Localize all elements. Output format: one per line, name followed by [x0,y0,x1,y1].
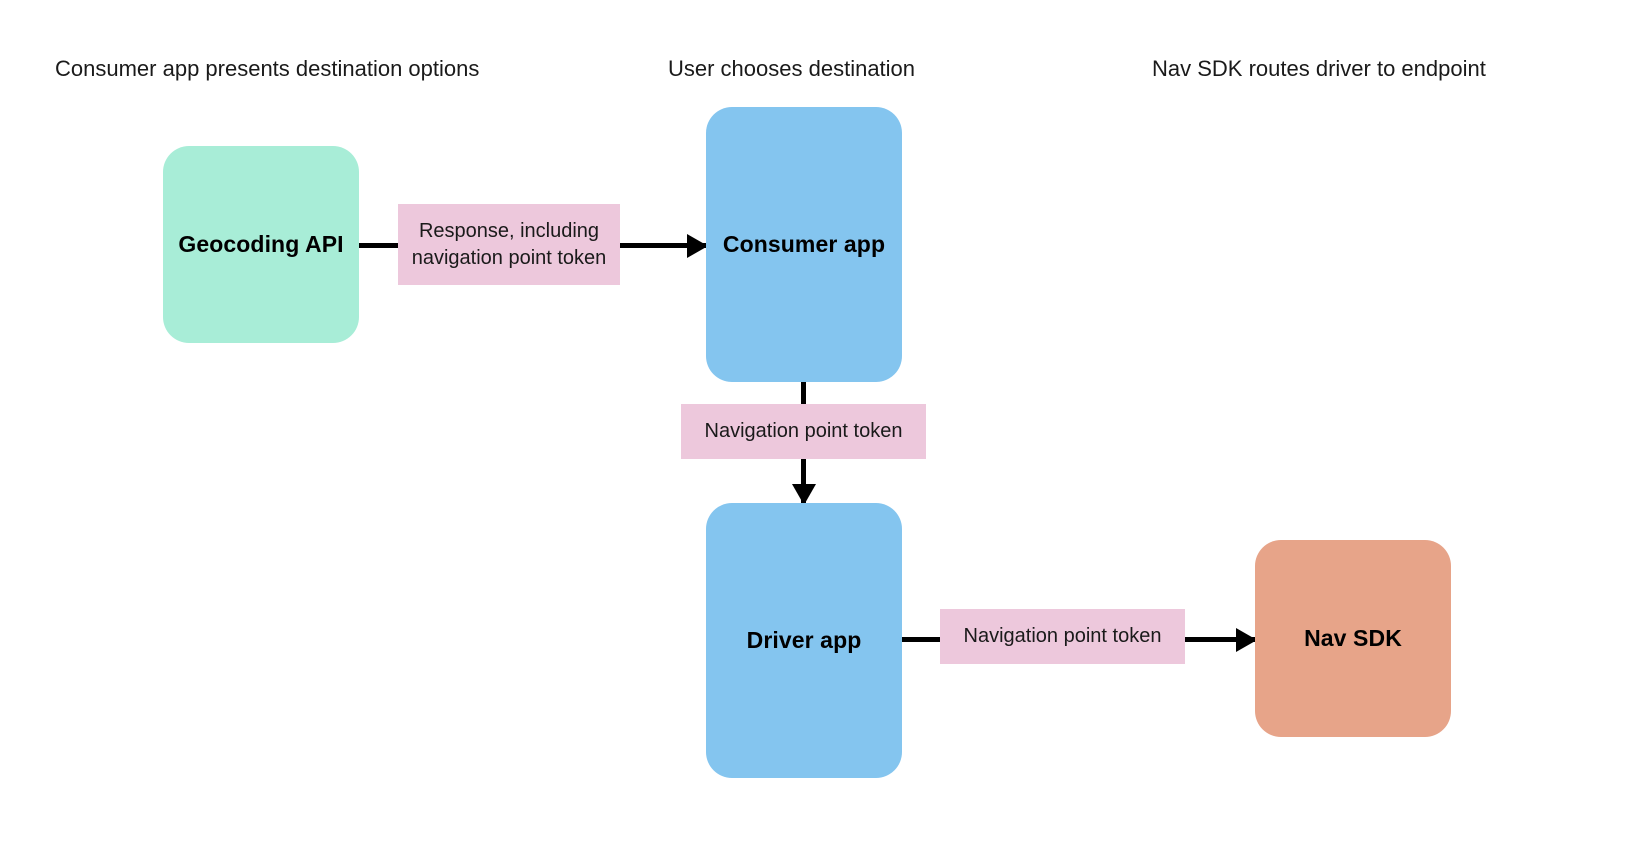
node-consumer-app[interactable]: Consumer app [706,107,902,382]
column-caption-user-chooses: User chooses destination [668,56,916,81]
node-label: Driver app [746,627,862,653]
edge-label-text: Response, including navigation point tok… [411,219,607,269]
edge-label-response-including-navigation-point-token: Response, including navigation point tok… [398,204,620,285]
node-nav-sdk[interactable]: Nav SDK [1255,540,1451,737]
column-caption-nav-sdk-routes: Nav SDK routes driver to endpoint [1152,56,1486,81]
node-driver-app[interactable]: Driver app [706,503,902,778]
edge-label-navigation-point-token-consumer-driver: Navigation point token [681,404,926,459]
arrowhead-down-icon-to-driver [792,484,816,505]
column-caption-consumer-app: Consumer app presents destination option… [55,56,480,81]
edge-label-text: Navigation point token [704,420,903,442]
node-label: Consumer app [722,231,886,257]
arrowhead-right-icon-to-navsdk [1236,628,1257,652]
node-label: Geocoding API [178,231,344,257]
node-label: Nav SDK [1304,625,1402,651]
arrowhead-right-icon-to-consumer [687,234,708,258]
node-geocoding-api[interactable]: Geocoding API [163,146,359,343]
edge-label-text: Navigation point token [963,625,1162,647]
edge-label-navigation-point-token-driver-navsdk: Navigation point token [940,609,1185,664]
